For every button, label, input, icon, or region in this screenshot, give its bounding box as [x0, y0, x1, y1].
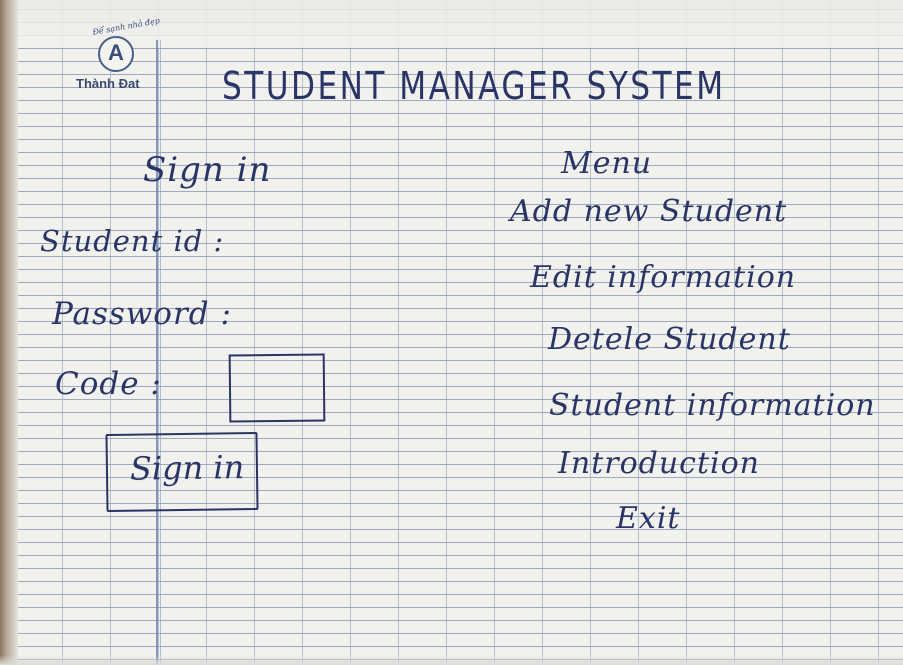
margin-line-secondary: [160, 40, 161, 665]
signin-button-label: Sign in: [129, 448, 245, 488]
menu-item-exit[interactable]: Exit: [616, 501, 681, 536]
page-left-edge: [0, 0, 18, 665]
page-top-band: [0, 0, 903, 48]
page-bottom-edge: [0, 655, 903, 665]
signin-heading: Sign in: [143, 150, 272, 190]
page-title: STUDENT MANAGER SYSTEM: [222, 64, 726, 108]
signin-button[interactable]: Sign in: [105, 431, 259, 513]
menu-item-add-new-student[interactable]: Add new Student: [510, 194, 788, 229]
menu-item-delete-student[interactable]: Detele Student: [548, 322, 791, 357]
brand-logo: Để sạnh nhả đẹp A Thành Đat: [70, 16, 170, 104]
code-label: Code :: [55, 366, 162, 402]
logo-name: Thành Đat: [76, 76, 140, 91]
logo-emblem: A: [98, 36, 134, 72]
menu-title: Menu: [561, 146, 653, 181]
password-field[interactable]: Password :: [52, 296, 232, 332]
menu-item-edit-information[interactable]: Edit information: [530, 260, 797, 295]
menu-item-introduction[interactable]: Introduction: [558, 446, 760, 481]
menu-item-student-information[interactable]: Student information: [549, 388, 876, 423]
logo-letter: A: [108, 40, 124, 65]
code-input[interactable]: [228, 353, 326, 423]
margin-line: [156, 40, 158, 665]
student-id-field[interactable]: Student id :: [40, 224, 225, 258]
